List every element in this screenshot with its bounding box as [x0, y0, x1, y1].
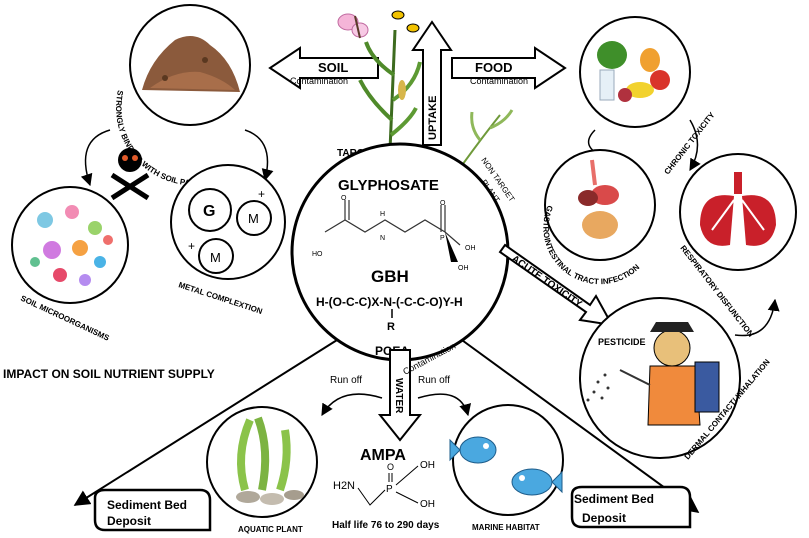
glyphosate-title: GLYPHOSATE: [338, 177, 439, 194]
runoff-right-arrow: [417, 393, 472, 417]
runoff-left-label: Run off: [330, 375, 362, 386]
atom-o1: O: [341, 195, 347, 202]
glyphosate-central-circle: GLYPHOSATE O HO H N P O OH OH GBH H-(O-C…: [290, 142, 510, 362]
respiratory-circle: [679, 153, 797, 271]
soil-arrow-title: SOIL: [318, 60, 348, 75]
metal-m2: M: [210, 250, 221, 265]
water-arrow: WATER: [377, 349, 423, 442]
arrow-soil-to-metal: [244, 129, 274, 182]
atom-h: H: [380, 211, 385, 218]
atom-o2: O: [440, 200, 446, 207]
uptake-label: UPTAKE: [427, 96, 439, 140]
sediment-right-text-1: Sediment Bed: [574, 492, 654, 506]
soil-particle-circle: [129, 4, 251, 126]
marine-habitat-label: MARINE HABITAT: [472, 523, 540, 532]
target-plant-image: [358, 29, 422, 151]
ampa-oh1: OH: [420, 460, 435, 471]
sediment-left-line: [73, 334, 346, 506]
butterfly-icon: [337, 13, 369, 39]
metal-m1: M: [248, 211, 259, 226]
sediment-right-line: [454, 334, 700, 513]
gbh-formula: H-(O-C-C)X-N-(-C-C-O)Y-H: [316, 295, 463, 309]
ampa-p: P: [386, 484, 393, 495]
skull-crossbones-icon: [110, 148, 150, 201]
chronic-arrow: [689, 119, 701, 172]
metal-g: G: [203, 203, 215, 220]
arrow-soil-to-microbes: [80, 129, 111, 187]
metal-plus1: +: [258, 187, 265, 201]
dermal-to-respiratory-arrow: [734, 298, 780, 337]
impact-label: IMPACT ON SOIL NUTRIENT SUPPLY: [3, 367, 215, 381]
aquatic-plant-circle: [206, 406, 318, 518]
uptake-arrow: UPTAKE: [411, 20, 453, 146]
gbh-formula-r: R: [387, 321, 395, 333]
gi-tract-circle: [544, 149, 656, 261]
atom-p: P: [440, 235, 445, 242]
food-arrow-sub: Contamination: [470, 76, 528, 86]
runoff-right-label: Run off: [418, 375, 450, 386]
runoff-left-arrow: [321, 393, 383, 417]
sediment-right-text-2: Deposit: [582, 511, 626, 525]
soil-microorganisms-circle: [11, 186, 129, 304]
ampa-structure: AMPA O OH H2N P OH: [333, 447, 435, 510]
atom-oh1: OH: [465, 245, 476, 252]
bee-icon: [391, 10, 420, 33]
sediment-bed-right: Sediment Bed Deposit: [570, 485, 692, 529]
metal-plus2: +: [188, 239, 195, 253]
half-life-label: Half life 76 to 290 days: [332, 520, 440, 531]
ampa-o: O: [387, 462, 394, 472]
food-circle: [579, 16, 691, 128]
dermal-circle: PESTICIDE: [579, 297, 741, 459]
water-label: WATER: [393, 378, 404, 414]
gbh-title: GBH: [371, 267, 409, 286]
aquatic-plant-label: AQUATIC PLANT: [238, 525, 303, 534]
food-arrow: FOOD Contamination: [451, 46, 567, 90]
sediment-left-text-2: Deposit: [107, 514, 151, 528]
metal-complexation-label: METAL COMPLEXTION: [177, 280, 263, 316]
soil-arrow: SOIL Contamination: [268, 46, 379, 90]
atom-oh2: OH: [458, 265, 469, 272]
ampa-title: AMPA: [360, 447, 406, 464]
food-arrow-title: FOOD: [475, 60, 513, 75]
ampa-h2n: H2N: [333, 480, 355, 492]
marine-habitat-circle: [449, 404, 564, 516]
metal-complexation-circle: G M M + +: [170, 164, 286, 280]
pesticide-label: PESTICIDE: [598, 337, 646, 347]
atom-ho: HO: [312, 251, 323, 258]
sediment-bed-left: Sediment Bed Deposit: [93, 488, 212, 532]
sediment-left-text-1: Sediment Bed: [107, 498, 187, 512]
ampa-oh2: OH: [420, 499, 435, 510]
acute-toxicity-label: ACUTE TOXICITY: [509, 253, 584, 310]
atom-n: N: [380, 235, 385, 242]
soil-arrow-sub: Contamination: [290, 76, 348, 86]
